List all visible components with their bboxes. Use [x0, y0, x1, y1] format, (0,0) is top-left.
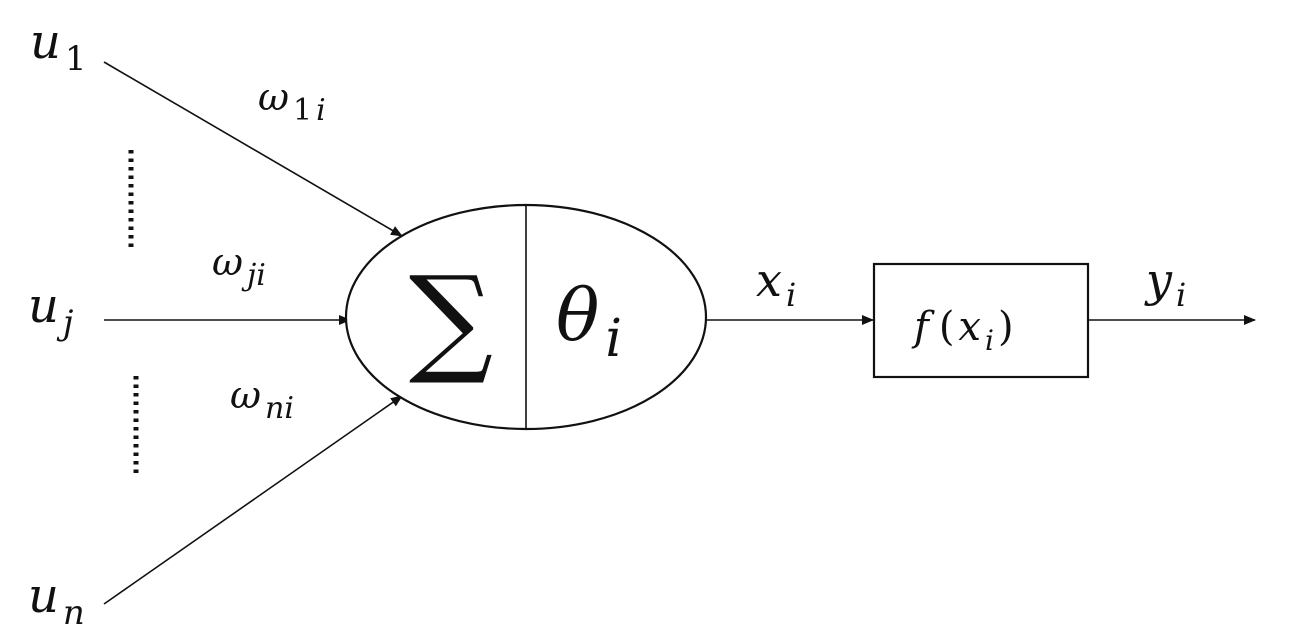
- input-label-uj: u j: [28, 278, 74, 343]
- input-label-u1: u 1: [30, 14, 87, 79]
- input-label-un: u n: [28, 568, 85, 633]
- weight-label-wni: ω ni: [230, 373, 294, 426]
- activation-function-label: f ( x i ): [911, 304, 1014, 357]
- weight-label-wji: ω ji: [212, 240, 266, 293]
- sum-symbol: ∑: [409, 250, 493, 388]
- threshold-label: θ i: [556, 273, 622, 369]
- output-label: y i: [1144, 253, 1186, 314]
- edge-u1-to-neuron: [103, 61, 403, 237]
- activation-box: [872, 262, 1090, 379]
- edge-un-to-neuron: [103, 395, 403, 605]
- net-input-label: x i: [756, 253, 796, 314]
- weight-label-w1i: ω 1 i: [258, 75, 326, 128]
